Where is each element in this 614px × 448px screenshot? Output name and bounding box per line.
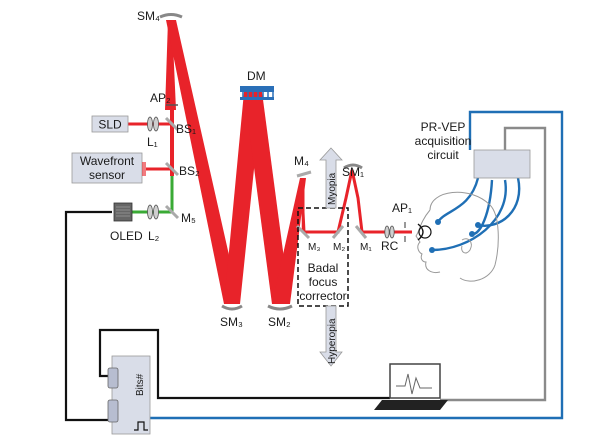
rc-lens [384, 225, 395, 239]
m5-label: M₅ [181, 211, 196, 225]
m4-label: M₄ [294, 154, 309, 168]
hyperopia-arrow-icon [319, 305, 343, 367]
ap1-label: AP₁ [392, 201, 412, 215]
trigger-icon [134, 421, 148, 431]
oled-label: OLED [110, 229, 143, 243]
oled-display [113, 202, 133, 222]
sm4-mirror [159, 13, 183, 19]
wavefront-label-2: sensor [89, 168, 125, 182]
l2-lens [147, 204, 159, 220]
m1-label: M₁ [360, 242, 372, 253]
laptop-prvep-cable [440, 126, 547, 402]
l1-lens [147, 116, 159, 132]
electrode-lead-3 [431, 179, 507, 252]
bits-laptop-cable [98, 328, 390, 400]
wavefront-label-1: Wavefront [80, 154, 135, 168]
beam-dm-sm2 [244, 92, 290, 304]
m2-mirror [331, 225, 345, 239]
wavefront-sensor-box [71, 152, 143, 184]
badal-label-1: Badal [308, 261, 339, 275]
l1-label: L₁ [147, 135, 158, 149]
sm3-mirror [221, 304, 243, 311]
prvep-label-3: circuit [427, 148, 459, 162]
myopia-arrow-icon [319, 147, 343, 209]
m5-mirror [164, 204, 180, 220]
beam-ap2-sm4 [165, 20, 176, 110]
bits-box [111, 355, 151, 435]
sm2-label: SM₂ [268, 315, 291, 329]
dm-label: DM [247, 69, 266, 83]
m3-mirror [295, 224, 311, 240]
m3-label: M₃ [308, 242, 320, 253]
ap2-label: AP₂ [150, 91, 171, 105]
sld-label: SLD [98, 118, 122, 132]
dm-actuators [242, 92, 274, 97]
m2-label: M₂ [333, 242, 345, 253]
myopia-label: Myopia [327, 172, 338, 205]
sm1-label: SM₁ [342, 165, 364, 179]
sm3-label: SM₃ [220, 315, 243, 329]
oled-bits-cable [64, 210, 112, 422]
m4-mirror [296, 170, 312, 178]
badal-label-3: corrector [299, 289, 346, 303]
sld-box [91, 115, 129, 133]
rc-label: RC [381, 239, 399, 253]
sm4-label: SM₄ [137, 9, 160, 23]
bs2-splitter [164, 161, 180, 177]
bs1-splitter [164, 116, 180, 132]
prvep-label-2: acquisition [415, 134, 472, 148]
l2-label: L₂ [148, 229, 160, 243]
eye-icon [417, 223, 432, 241]
sm2-mirror [267, 304, 293, 311]
hyperopia-label: Hyperopia [327, 318, 338, 364]
m1-mirror [354, 225, 368, 239]
bits-prvep-cable [150, 110, 564, 420]
beam-sm4-sm3 [166, 20, 240, 304]
deformable-mirror [240, 86, 274, 92]
beam-sm2-m4 [272, 178, 306, 304]
bits-label: Bits# [135, 373, 146, 396]
badal-box [297, 207, 349, 307]
prvep-box [473, 149, 531, 179]
bs2-label: BS₂ [179, 164, 200, 178]
sm1-mirror [343, 163, 363, 170]
badal-label-2: focus [309, 275, 338, 289]
prvep-label-1: PR-VEP [421, 120, 466, 134]
laptop-icon [374, 363, 448, 410]
electrode-lead-1 [436, 177, 480, 223]
bs1-label: BS₁ [176, 122, 196, 136]
electrode-lead-4 [477, 177, 521, 227]
